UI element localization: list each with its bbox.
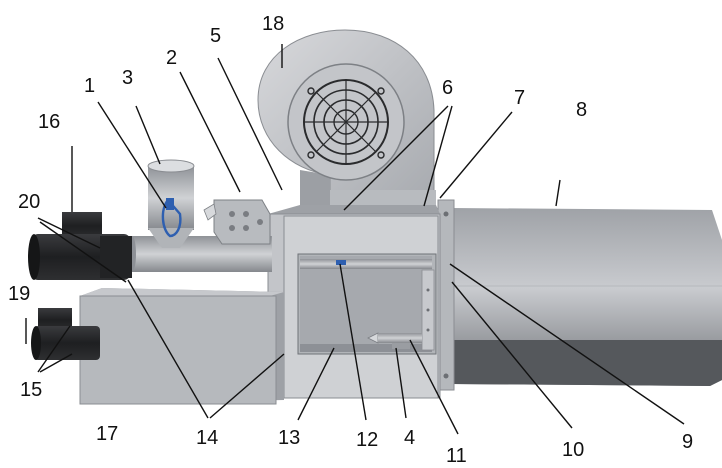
leader-line — [97, 101, 167, 209]
horizontal-rod — [300, 259, 432, 269]
callout-14: 14 — [196, 427, 219, 449]
leader-line — [179, 71, 241, 193]
leader-line — [395, 347, 407, 419]
blower-duct — [268, 205, 440, 214]
leader-line — [37, 217, 101, 249]
fan-screw — [307, 87, 315, 95]
igniter-probe — [367, 332, 422, 349]
sensor-tag — [336, 260, 346, 265]
lower-motor — [31, 308, 100, 360]
callout-19: 19 — [8, 283, 31, 305]
fan-screw — [377, 87, 385, 95]
callout-11: 11 — [446, 445, 467, 467]
fan-screw — [377, 151, 385, 159]
callout-7: 7 — [514, 87, 526, 109]
sensor-cable — [161, 198, 182, 238]
storage-box — [79, 288, 284, 405]
callout-10: 10 — [562, 439, 585, 461]
callout-8: 8 — [576, 99, 588, 121]
central-box — [267, 213, 441, 399]
callout-4: 4 — [404, 427, 416, 449]
leader-line — [39, 221, 127, 283]
callout-2: 2 — [166, 47, 178, 69]
callout-1: 1 — [84, 75, 96, 97]
callout-18: 18 — [262, 13, 285, 35]
leader-line — [37, 325, 71, 373]
leader-line — [423, 105, 453, 207]
fan-blower — [257, 29, 436, 208]
leader-line — [449, 263, 685, 425]
callout-5: 5 — [210, 25, 222, 47]
leader-line — [343, 105, 449, 211]
callout-20: 20 — [18, 191, 41, 213]
leader-line — [217, 57, 283, 191]
leader-line — [339, 263, 367, 421]
callout-15: 15 — [20, 379, 43, 401]
callout-3: 3 — [122, 67, 134, 89]
upper-motor — [28, 212, 132, 280]
leader-lines — [25, 44, 685, 435]
callout-17: 17 — [96, 423, 119, 445]
callout-16: 16 — [38, 111, 61, 133]
fan-screw — [307, 151, 315, 159]
leader-line — [297, 347, 335, 421]
valve-block — [203, 199, 271, 245]
hopper — [147, 159, 195, 248]
callout-13: 13 — [278, 427, 301, 449]
leader-line — [555, 179, 561, 207]
leader-line — [135, 105, 161, 165]
leader-line — [451, 281, 573, 429]
leader-line — [439, 111, 513, 199]
callout-6: 6 — [442, 77, 454, 99]
leader-line — [127, 279, 209, 419]
combustion-cylinder — [452, 208, 722, 386]
callout-12: 12 — [356, 429, 379, 451]
callout-9: 9 — [682, 431, 694, 453]
leader-line — [409, 339, 459, 435]
leader-line — [209, 353, 285, 419]
leader-line — [39, 353, 73, 373]
